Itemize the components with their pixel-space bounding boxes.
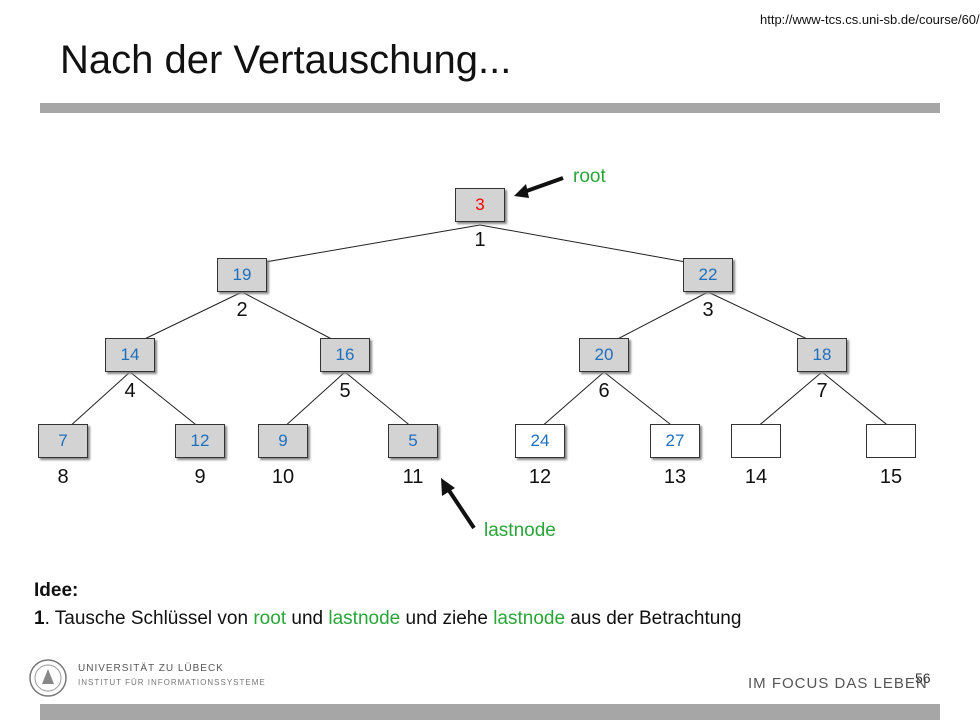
page-number: 56: [915, 670, 931, 686]
idea-heading: Idee:: [34, 580, 79, 601]
edge-6-12: [539, 371, 605, 429]
tree-node-10: 9: [258, 424, 308, 458]
edge-4-9: [129, 371, 201, 429]
idea-step-number: 1: [34, 608, 45, 629]
node-index-10: 10: [271, 466, 295, 488]
tree-node-7: 18: [797, 338, 847, 372]
node-index-6: 6: [598, 380, 610, 402]
edge-1-2: [241, 224, 481, 267]
node-index-7: 7: [816, 380, 828, 402]
tree-node-8: 7: [38, 424, 88, 458]
idea-text-4: aus der Betrachtung: [565, 608, 742, 629]
tree-node-3: 22: [683, 258, 733, 292]
node-index-1: 1: [474, 229, 486, 251]
node-index-11: 11: [402, 466, 424, 488]
edge-3-7: [707, 291, 823, 347]
edge-4-8: [67, 371, 131, 429]
tree-node-6: 20: [579, 338, 629, 372]
idea-word-root: root: [253, 608, 287, 629]
tree-node-2: 19: [217, 258, 267, 292]
node-index-3: 3: [702, 299, 714, 321]
node-index-12: 12: [528, 466, 552, 488]
node-index-5: 5: [339, 380, 351, 402]
tree-node-15: [866, 424, 916, 458]
edge-3-6: [603, 291, 709, 347]
node-index-15: 15: [879, 466, 903, 488]
edge-1-3: [479, 224, 709, 267]
edge-5-10: [282, 371, 346, 429]
tree-node-4: 14: [105, 338, 155, 372]
tree-node-9: 12: [175, 424, 225, 458]
slide-title: Nach der Vertauschung...: [60, 38, 512, 82]
slogan: IM FOCUS DAS LEBEN: [748, 675, 928, 692]
idea-step-1: 1. Tausche Schlüssel von root und lastno…: [34, 608, 741, 630]
node-index-9: 9: [194, 466, 206, 488]
tree-edges: [67, 224, 892, 429]
idea-section: Idee: 1. Tausche Schlüssel von root und …: [34, 580, 741, 630]
idea-text-1: . Tausche Schlüssel von: [44, 608, 254, 629]
university-seal-icon: [29, 659, 67, 697]
tree-node-14: [731, 424, 781, 458]
lastnode-label: lastnode: [484, 520, 556, 541]
idea-word-lastnode: lastnode: [328, 608, 401, 629]
node-index-4: 4: [124, 380, 136, 402]
edge-2-4: [129, 291, 243, 347]
node-index-2: 2: [236, 299, 248, 321]
tree-node-13: 27: [650, 424, 700, 458]
tree-node-11: 5: [388, 424, 438, 458]
edge-2-5: [241, 291, 346, 347]
edge-6-13: [603, 371, 676, 429]
university-name: UNIVERSITÄT ZU LÜBECK: [78, 663, 224, 674]
institute-name: INSTITUT FÜR INFORMATIONSSYSTEME: [78, 678, 266, 687]
node-index-13: 13: [663, 466, 687, 488]
footer-bar: [40, 704, 940, 720]
idea-text-2: und: [286, 608, 329, 629]
node-index-8: 8: [57, 466, 69, 488]
edge-7-15: [821, 371, 892, 429]
node-index-14: 14: [744, 466, 768, 488]
source-url: http://www-tcs.cs.uni-sb.de/course/60/: [760, 12, 980, 27]
tree-node-1: 3: [455, 188, 505, 222]
edge-7-14: [755, 371, 823, 429]
university-logo: UNIVERSITÄT ZU LÜBECK INSTITUT FÜR INFOR…: [28, 658, 268, 698]
tree-node-5: 16: [320, 338, 370, 372]
root-label: root: [573, 166, 606, 187]
idea-text-3: und ziehe: [400, 608, 494, 629]
idea-word-lastnode-2: lastnode: [493, 608, 566, 629]
tree-node-12: 24: [515, 424, 565, 458]
title-divider: [40, 103, 940, 113]
edge-5-11: [344, 371, 414, 429]
